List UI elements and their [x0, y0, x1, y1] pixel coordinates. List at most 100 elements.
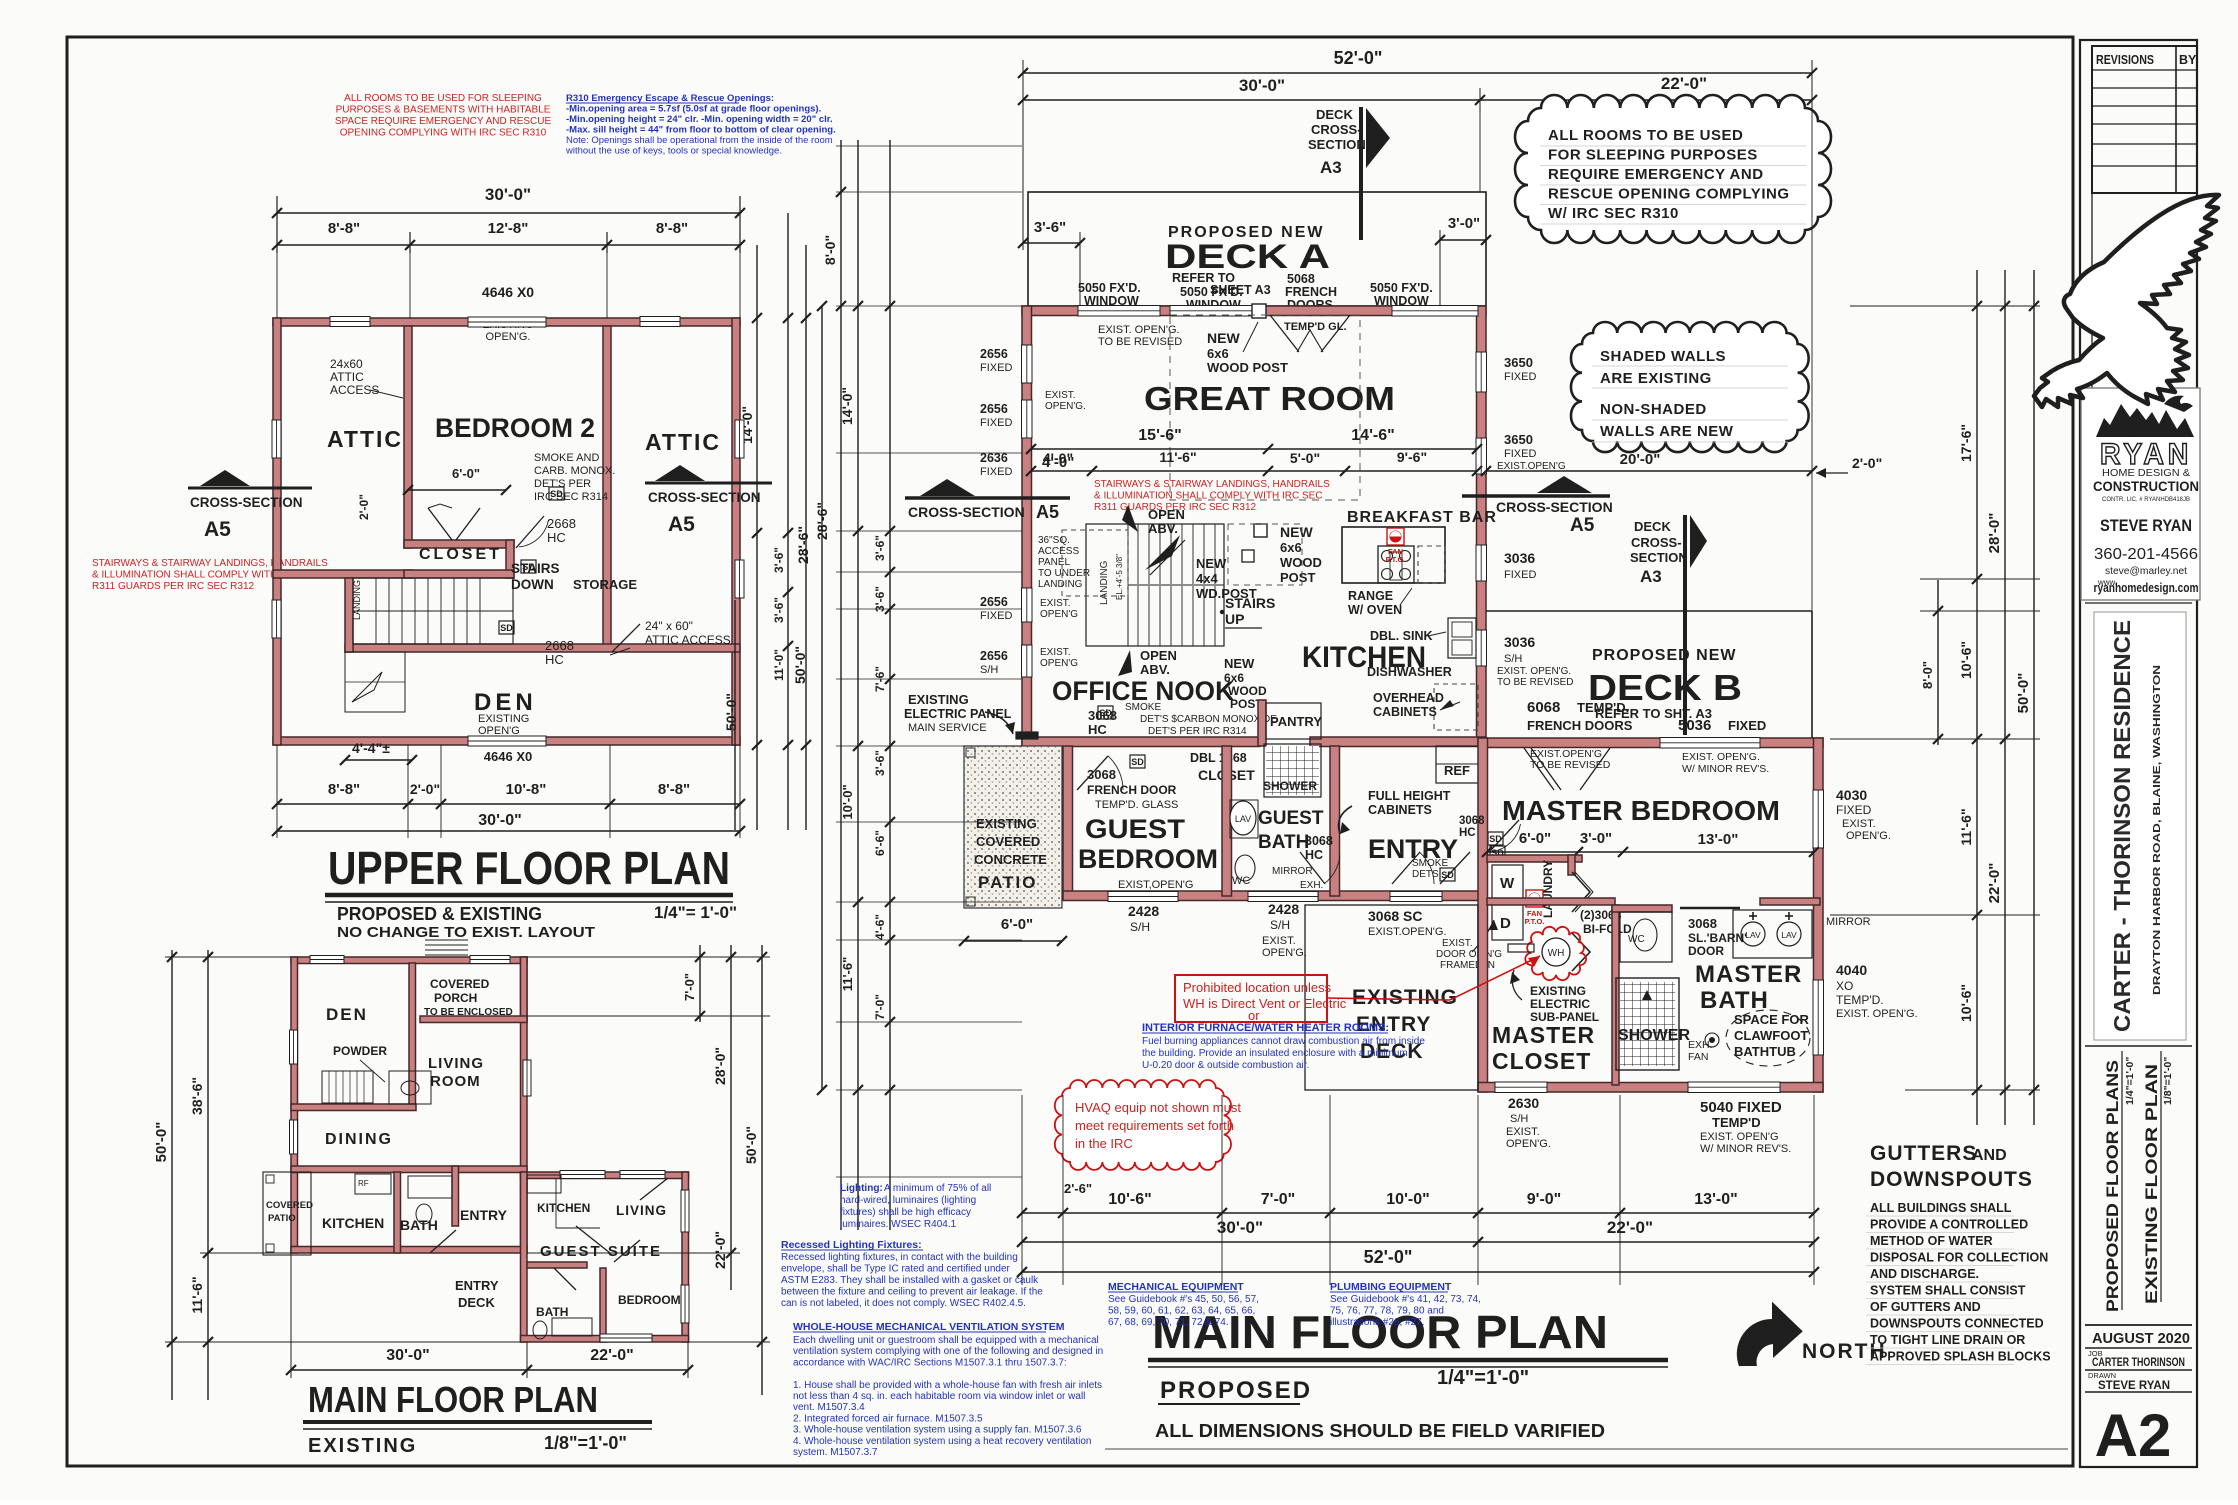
svg-text:WD.POST: WD.POST: [1196, 586, 1257, 601]
svg-text:ALL BUILDINGS SHALL: ALL BUILDINGS SHALL: [1870, 1201, 2012, 1215]
svg-text:GUEST: GUEST: [1085, 814, 1186, 844]
svg-text:2656: 2656: [980, 595, 1008, 609]
svg-text:WOOD: WOOD: [1280, 555, 1322, 570]
svg-text:6'-0": 6'-0": [452, 466, 480, 481]
svg-text:OPEN'G: OPEN'G: [478, 725, 520, 737]
svg-text:EXISTING FLOOR PLAN: EXISTING FLOOR PLAN: [2143, 1064, 2161, 1304]
svg-text:SHOWER: SHOWER: [1618, 1027, 1690, 1044]
svg-text:11'-0": 11'-0": [772, 649, 786, 681]
svg-text:2656: 2656: [980, 402, 1008, 416]
svg-text:W/ IRC SEC R310: W/ IRC SEC R310: [1548, 205, 1679, 222]
svg-text:EXIST.: EXIST.: [1842, 818, 1876, 830]
svg-text:2656: 2656: [980, 649, 1008, 663]
svg-text:SECTION: SECTION: [1308, 137, 1366, 152]
svg-text:SD: SD: [1489, 834, 1502, 844]
svg-text:2636: 2636: [980, 451, 1008, 465]
svg-text:HC: HC: [547, 530, 566, 545]
svg-text:in the IRC: in the IRC: [1075, 1136, 1133, 1151]
svg-text:EXISTING: EXISTING: [1352, 986, 1458, 1009]
svg-text:ALL DIMENSIONS SHOULD BE F: ALL DIMENSIONS SHOULD BE FIELD VARIFIED: [1155, 1421, 1605, 1441]
svg-text:BEDROOM 2: BEDROOM 2: [435, 413, 595, 443]
svg-text:EXIST. OPEN'G.: EXIST. OPEN'G.: [1497, 666, 1571, 677]
svg-text:OPEN'G.: OPEN'G.: [1045, 401, 1086, 412]
svg-text:FRENCH DOORS: FRENCH DOORS: [1527, 718, 1633, 733]
svg-text:10'-6": 10'-6": [1958, 641, 1974, 679]
svg-text:FIXED: FIXED: [980, 417, 1012, 429]
svg-text:INTERIOR FURNACE/WATER HEATER: INTERIOR FURNACE/WATER HEATER ROOMS:: [1142, 1022, 1389, 1034]
svg-text:HC: HC: [1305, 848, 1323, 862]
svg-text:DECK: DECK: [1634, 519, 1671, 534]
svg-text:14'-0": 14'-0": [839, 387, 855, 425]
svg-text:REFER TO SHT. A3: REFER TO SHT. A3: [1595, 706, 1712, 721]
svg-text:S/H: S/H: [1270, 918, 1290, 932]
svg-text:22'-0": 22'-0": [590, 1347, 633, 1364]
svg-text:TEMP'D.: TEMP'D.: [1836, 993, 1884, 1007]
svg-text:SD: SD: [1131, 757, 1144, 767]
svg-text:EL.+4'-5 3/8": EL.+4'-5 3/8": [1115, 554, 1124, 600]
svg-text:LAV: LAV: [1235, 814, 1251, 824]
svg-text:KITCHEN: KITCHEN: [1302, 641, 1426, 674]
svg-text:Lighting:: Lighting:: [840, 1183, 883, 1194]
svg-text:EXIST.: EXIST.: [1045, 390, 1076, 401]
svg-text:See Guidebook #'s 41, 42, 73,: See Guidebook #'s 41, 42, 73, 74,: [1330, 1294, 1481, 1305]
svg-text:12'-8": 12'-8": [488, 220, 529, 237]
svg-text:11'-6": 11'-6": [840, 957, 855, 992]
svg-text:PURPOSES & BASEMENTS WITH HABI: PURPOSES & BASEMENTS WITH HABITABLE: [336, 105, 551, 116]
svg-text:EXIST,OPEN'G: EXIST,OPEN'G: [1118, 879, 1193, 891]
svg-text:MASTER: MASTER: [1695, 961, 1802, 988]
svg-text:between the fixture and ceilin: between the fixture and ceiling to preve…: [781, 1287, 1043, 1298]
svg-text:NEW: NEW: [1280, 524, 1313, 540]
svg-text:RANGE: RANGE: [1348, 589, 1393, 603]
svg-text:4'-6": 4'-6": [873, 914, 887, 940]
svg-text:BATH: BATH: [400, 1217, 438, 1233]
svg-text:ENTRY: ENTRY: [1368, 834, 1458, 864]
svg-text:SD: SD: [550, 489, 563, 499]
svg-text:SHADED WALLS: SHADED WALLS: [1600, 348, 1726, 365]
svg-text:R311 GUARDS PER IRC SEC R312: R311 GUARDS PER IRC SEC R312: [92, 581, 255, 592]
svg-text:WOOD POST: WOOD POST: [1207, 360, 1288, 375]
svg-text:REVISIONS: REVISIONS: [2096, 52, 2154, 67]
svg-text:OF GUTTERS AND: OF GUTTERS AND: [1870, 1300, 1981, 1314]
svg-text:FIXED: FIXED: [1728, 718, 1766, 733]
svg-text:4040: 4040: [1836, 962, 1867, 978]
svg-text:R310 Emergency Escape & Rescue: R310 Emergency Escape & Rescue Openings:: [566, 93, 774, 104]
svg-text:8'-0": 8'-0": [1920, 661, 1935, 689]
svg-text:50'-0": 50'-0": [153, 1122, 170, 1163]
svg-text:HVAQ equip not shown must: HVAQ equip not shown must: [1075, 1100, 1241, 1115]
svg-text:38'-6": 38'-6": [189, 1077, 205, 1115]
svg-text:13'-0": 13'-0": [1694, 1191, 1737, 1208]
svg-text:KITCHEN: KITCHEN: [537, 1201, 590, 1215]
svg-text:22'-0": 22'-0": [1986, 863, 2003, 904]
svg-text:SD: SD: [1099, 708, 1112, 718]
svg-text:APPROVED SPLASH BLOCKS: APPROVED SPLASH BLOCKS: [1870, 1350, 2051, 1364]
svg-text:Recessed lighting fixtures, in: Recessed lighting fixtures, in contact w…: [781, 1252, 1018, 1263]
svg-text:SUB-PANEL: SUB-PANEL: [1530, 1010, 1599, 1024]
svg-text:3'-6": 3'-6": [772, 597, 786, 623]
svg-text:RF: RF: [358, 1179, 369, 1188]
svg-text:RYAN: RYAN: [2100, 438, 2192, 471]
svg-text:KITCHEN: KITCHEN: [322, 1215, 384, 1231]
svg-text:steve@marley.net: steve@marley.net: [2105, 566, 2187, 577]
svg-text:22'-0": 22'-0": [1607, 1218, 1653, 1237]
svg-text:EXIST. OPEN'G.: EXIST. OPEN'G.: [1836, 1008, 1918, 1020]
svg-text:CARTER - THORINSON RESIDENCE: CARTER - THORINSON RESIDENCE: [2109, 620, 2135, 1032]
svg-text:1. House shall be provided w: 1. House shall be provided with a whole-…: [793, 1380, 1102, 1391]
svg-text:LANDING: LANDING: [1038, 579, 1083, 590]
svg-text:BREAKFAST BAR: BREAKFAST BAR: [1347, 509, 1497, 526]
svg-text:FIXED: FIXED: [980, 610, 1012, 622]
svg-text:PORCH: PORCH: [434, 991, 477, 1005]
svg-text:LIVING: LIVING: [616, 1203, 667, 1218]
svg-text:POST: POST: [1280, 570, 1315, 585]
svg-text:3036: 3036: [1504, 550, 1535, 566]
svg-text:3'-6": 3'-6": [873, 535, 887, 561]
svg-text:MAIN SERVICE: MAIN SERVICE: [908, 722, 987, 734]
svg-text:8'-8": 8'-8": [328, 220, 360, 237]
svg-text:FULL HEIGHT: FULL HEIGHT: [1368, 789, 1451, 803]
svg-text:SECTION: SECTION: [1630, 550, 1688, 565]
svg-text:30'-0": 30'-0": [1239, 76, 1285, 95]
svg-text:ACCESS: ACCESS: [330, 383, 379, 397]
svg-text:ryanhomedesign.com: ryanhomedesign.com: [2094, 581, 2199, 595]
svg-text:NEW: NEW: [1207, 330, 1240, 346]
svg-text:DOOR OP'N'G: DOOR OP'N'G: [1436, 949, 1502, 960]
svg-text:P.T.O.: P.T.O.: [1525, 917, 1545, 926]
